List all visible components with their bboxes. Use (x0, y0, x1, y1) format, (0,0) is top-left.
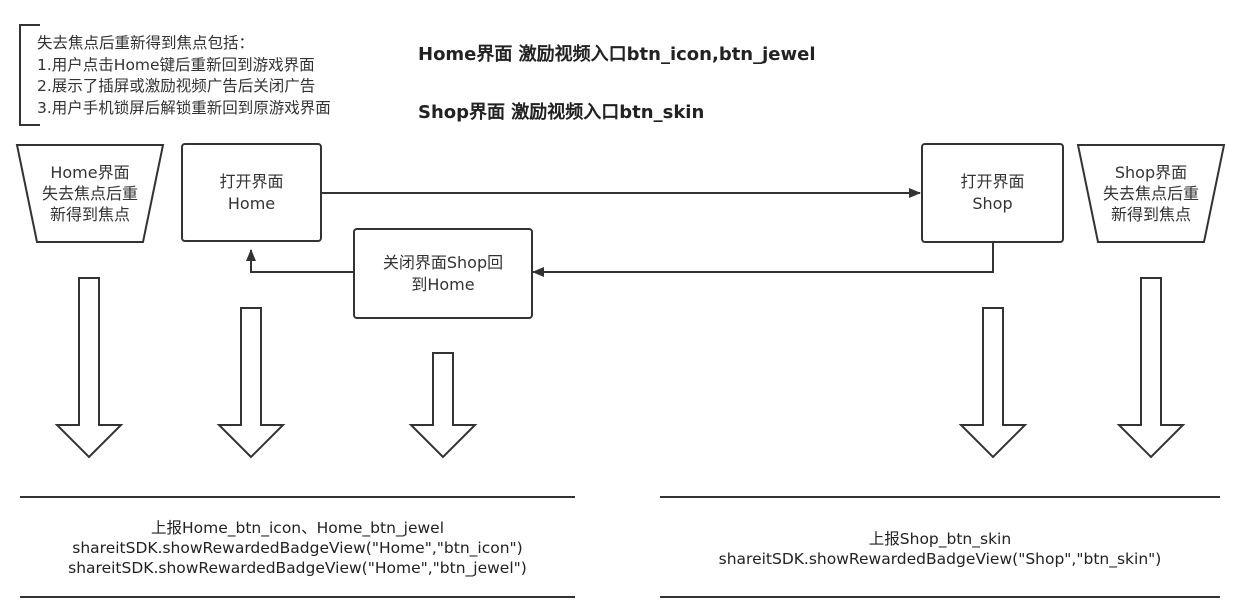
shop-focus-shape (1076, 144, 1226, 243)
home-report: 上报Home_btn_icon、Home_btn_jewel shareitSD… (20, 518, 575, 578)
home-focus-shape (15, 144, 165, 243)
notes-item: 2.展示了插屏或激励视频广告后关闭广告 (37, 77, 316, 95)
node-label: Shop界面 (1114, 163, 1188, 182)
shop-focus-node: Shop界面 失去焦点后重 新得到焦点 (1078, 162, 1224, 225)
shop-heading: Shop界面 激励视频入口btn_skin (418, 102, 705, 123)
down-arrow-home-focus (54, 277, 124, 459)
notes-block: 失去焦点后重新得到焦点包括： 1.用户点击Home键后重新回到游戏界面 2.展示… (37, 33, 331, 119)
down-arrow-open-home (216, 307, 286, 459)
down-arrow-shop-focus (1116, 277, 1186, 459)
report-line: shareitSDK.showRewardedBadgeView("Home",… (68, 559, 527, 577)
notes-item: 3.用户手机锁屏后解锁重新回到原游戏界面 (37, 98, 331, 117)
notes-item: 1.用户点击Home键后重新回到游戏界面 (37, 55, 315, 74)
node-label: 到Home (411, 274, 475, 294)
node-label: 打开界面 (219, 171, 284, 191)
home-focus-node: Home界面 失去焦点后重 新得到焦点 (17, 162, 163, 225)
arrow-open-shop-to-close-shop (532, 243, 994, 277)
open-shop-node: 打开界面 Shop (921, 143, 1064, 243)
report-line: 上报Home_btn_icon、Home_btn_jewel (150, 519, 445, 537)
node-label: Home界面 (50, 163, 130, 182)
node-label: 失去焦点后重 (41, 184, 138, 203)
node-label: 失去焦点后重 (1102, 184, 1199, 203)
shop-report: 上报Shop_btn_skin shareitSDK.showRewardedB… (660, 529, 1220, 569)
node-label: Home (227, 193, 276, 213)
notes-bracket (19, 24, 40, 126)
report-line: shareitSDK.showRewardedBadgeView("Shop",… (718, 550, 1162, 568)
report-line: shareitSDK.showRewardedBadgeView("Home",… (72, 539, 523, 557)
down-arrow-close-shop (408, 352, 478, 459)
close-shop-node: 关闭界面Shop回 到Home (353, 228, 533, 319)
node-label: 新得到焦点 (49, 205, 130, 224)
home-heading: Home界面 激励视频入口btn_icon,btn_jewel (418, 44, 816, 65)
arrow-close-shop-to-open-home (246, 249, 353, 273)
notes-title: 失去焦点后重新得到焦点包括： (37, 34, 255, 52)
down-arrow-open-shop (958, 307, 1028, 459)
node-label: 关闭界面Shop回 (382, 252, 504, 272)
report-line: 上报Shop_btn_skin (868, 530, 1012, 548)
node-label: Shop (972, 194, 1013, 213)
node-label: 新得到焦点 (1110, 205, 1191, 224)
open-home-node: 打开界面 Home (181, 143, 322, 242)
node-label: 打开界面 (960, 172, 1025, 191)
